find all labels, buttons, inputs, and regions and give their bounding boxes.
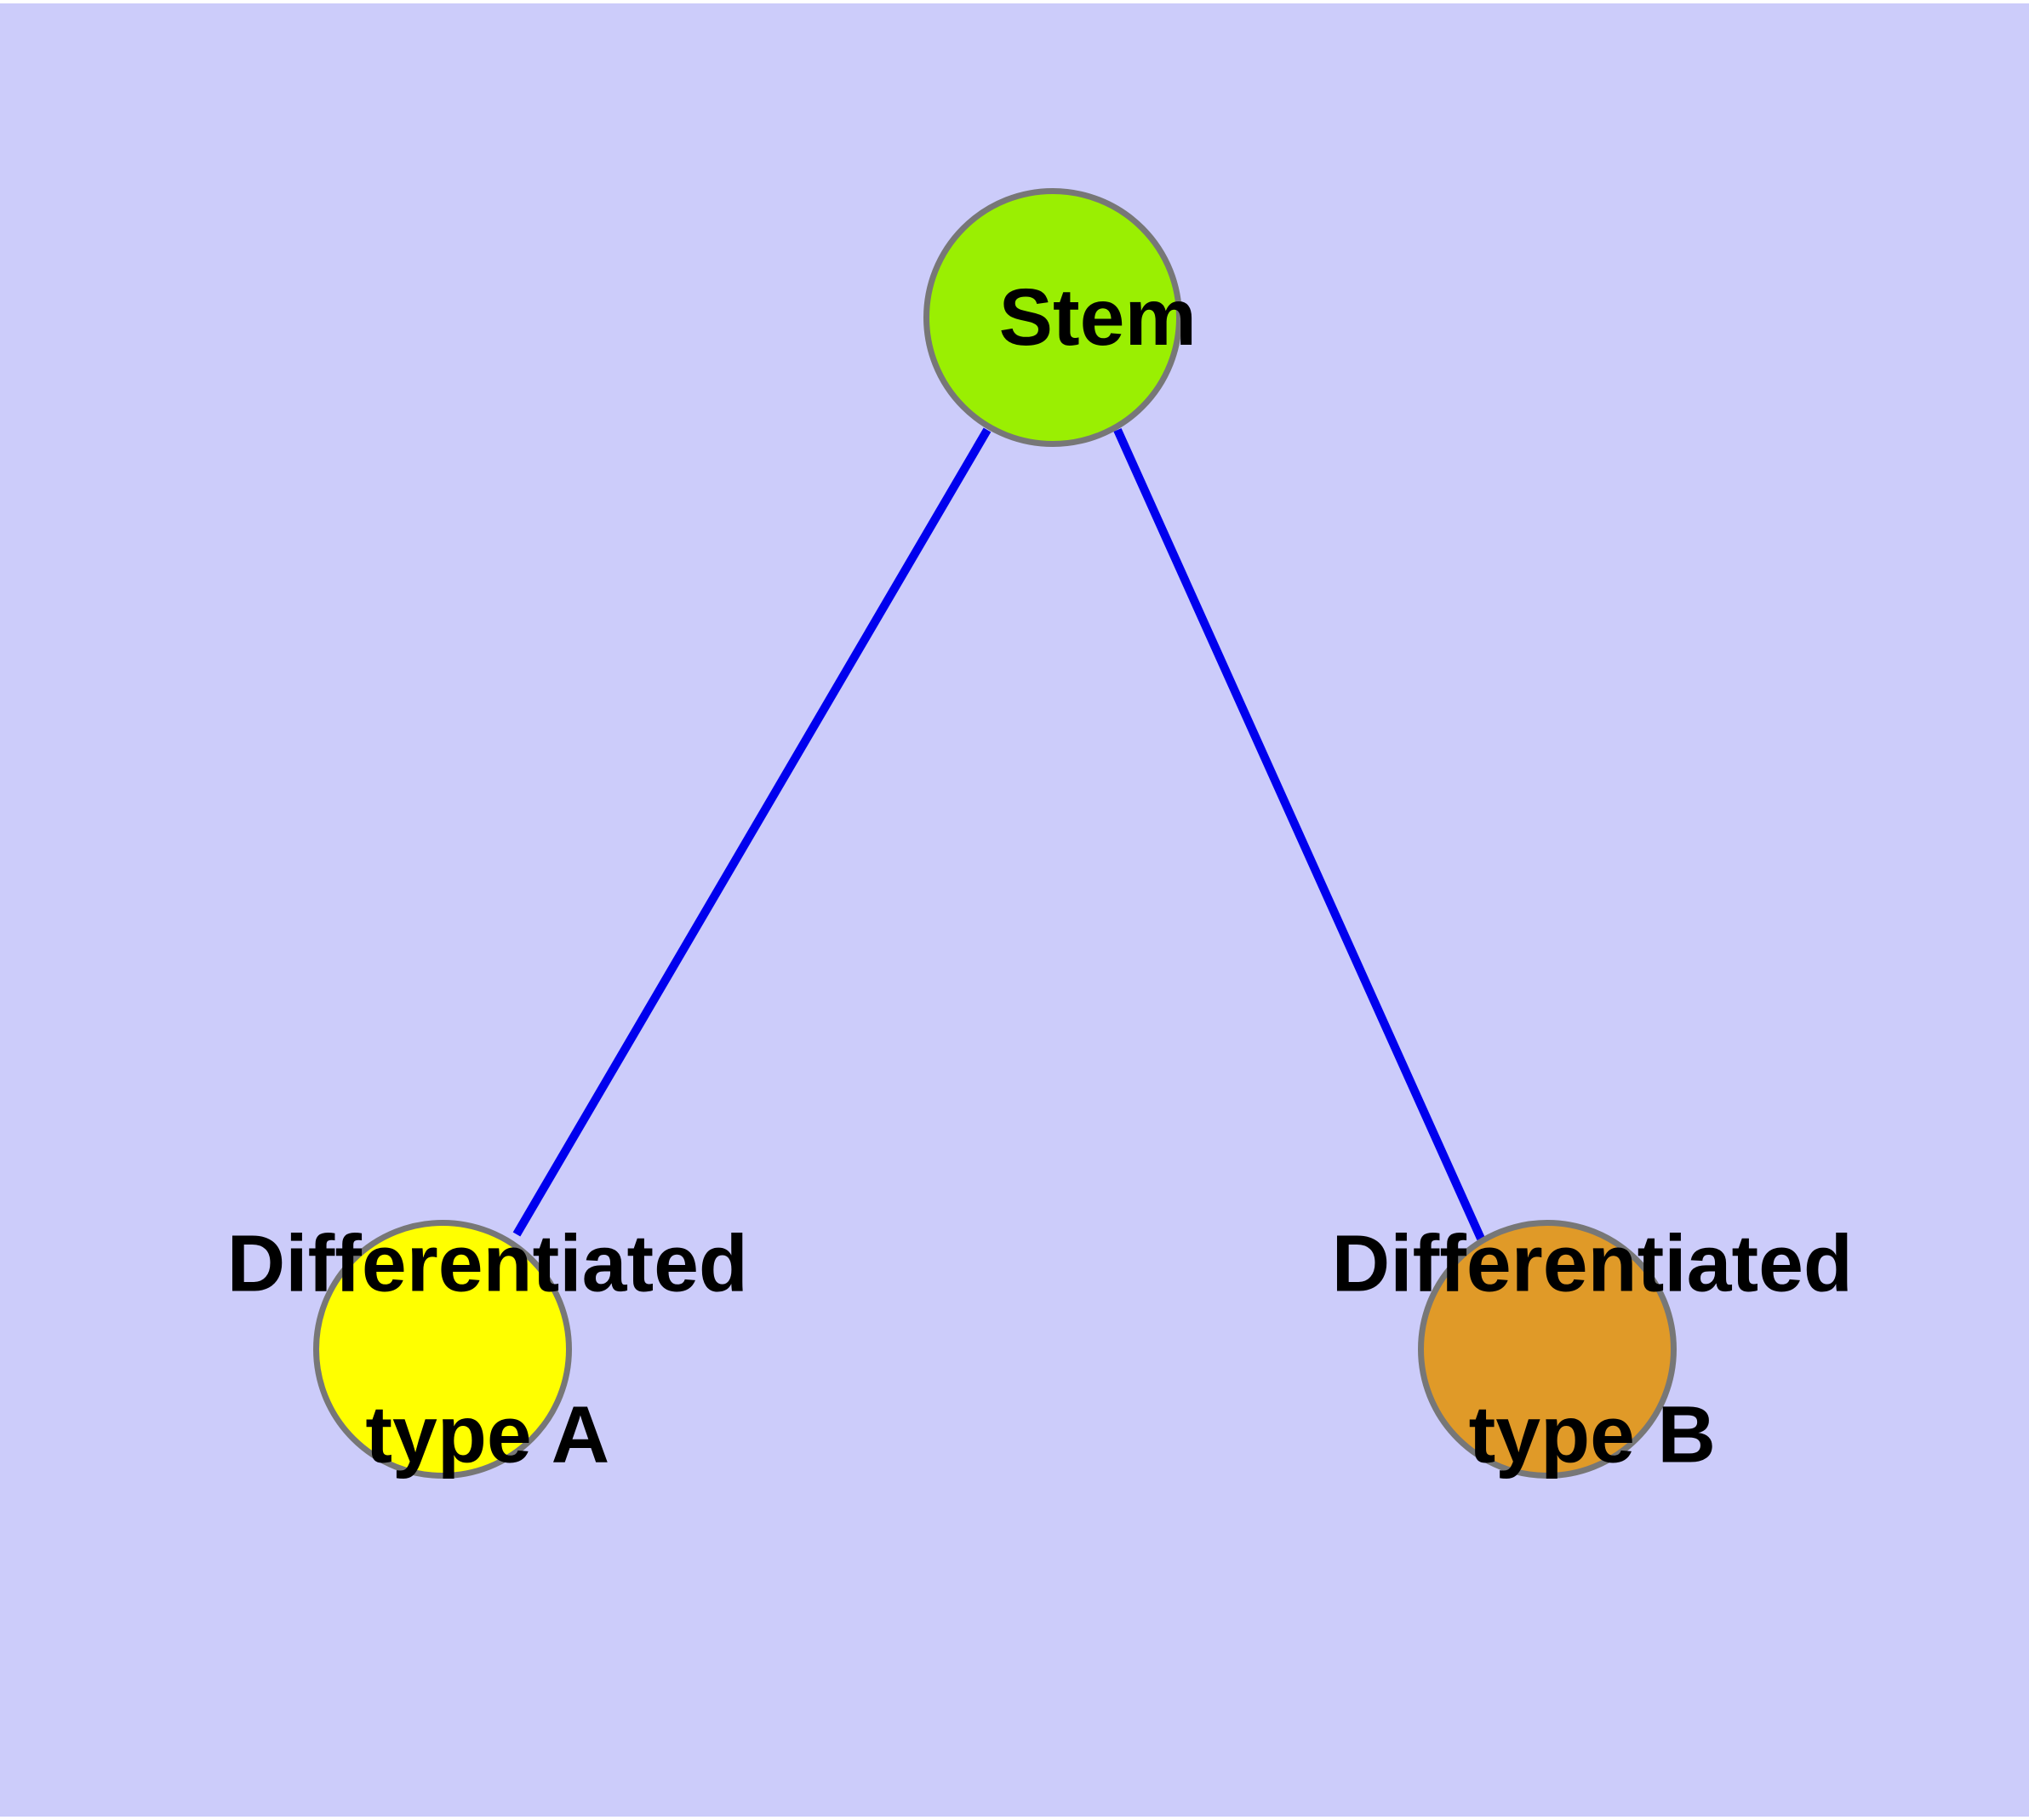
edge-stem-to-differentiated-type-b[interactable] [1113,427,1485,1241]
node-stem[interactable] [923,188,1182,447]
node-layer [313,188,1677,1479]
edge-layer [512,427,1485,1241]
node-differentiated-type-b[interactable] [1418,1220,1677,1479]
node-differentiated-type-a[interactable] [313,1220,572,1479]
edge-stem-to-differentiated-type-a[interactable] [512,427,992,1237]
